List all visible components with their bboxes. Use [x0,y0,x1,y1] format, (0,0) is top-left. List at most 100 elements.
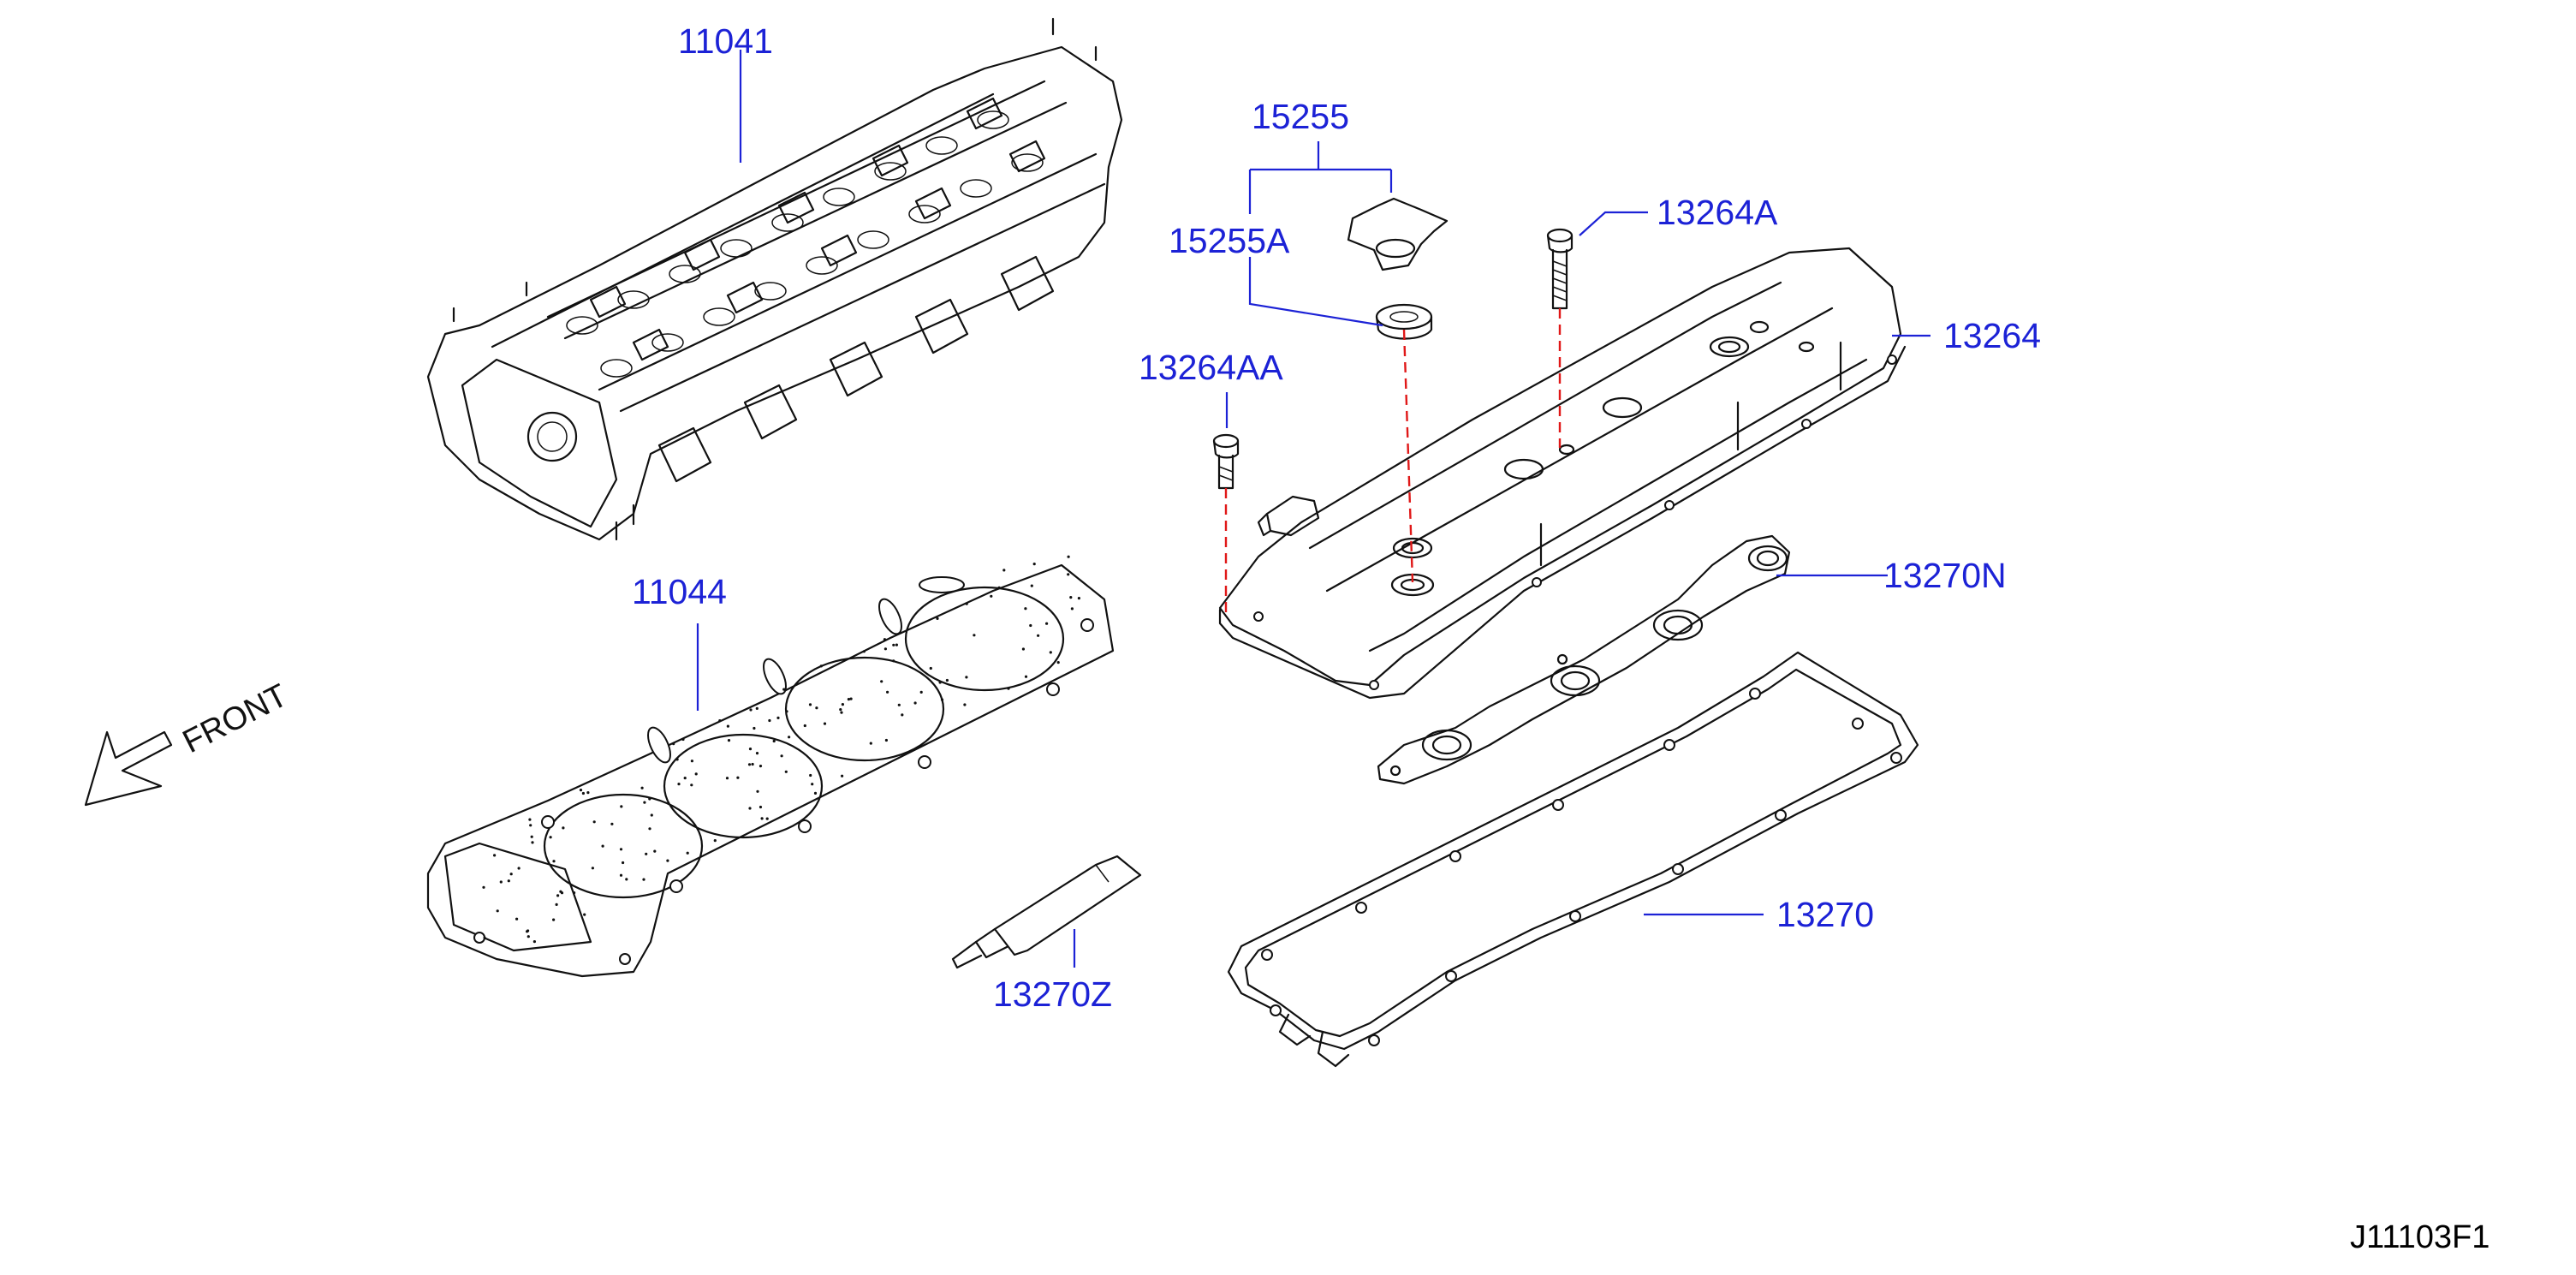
gasket-texture-dot [788,736,791,739]
gasket-texture-dot [1067,573,1070,576]
gasket-texture-dot [990,594,993,598]
gasket-texture-dot [751,762,754,766]
gasket-texture-dot [1032,563,1036,566]
gasket-texture-dot [620,805,623,808]
gasket-texture-dot [839,708,842,712]
gasket-texture-dot [496,909,499,913]
gasket-texture-dot [841,703,845,706]
gasket-texture-dot [1045,622,1049,625]
gasket-texture-dot [760,817,764,820]
gasket-texture-dot [645,852,648,855]
gasket-texture-dot [1070,607,1074,611]
part-label-11041: 11041 [678,21,773,61]
gasket-texture-dot [780,754,783,758]
gasket-texture-dot [718,719,722,723]
gasket-texture-dot [1002,569,1006,572]
gasket-texture-dot [526,930,529,933]
gasket-texture-dot [883,638,886,641]
gasket-texture-dot [1024,675,1028,678]
part-label-13270: 13270 [1776,895,1874,934]
gasket-texture-dot [694,772,698,776]
gasket-texture-dot [747,763,752,766]
gasket-texture-dot [681,737,685,742]
gasket-texture-dot [725,777,729,780]
gasket-texture-dot [815,706,818,710]
gasket-texture-dot [883,647,887,651]
gasket-texture-dot [965,676,968,679]
gasket-texture-dot [531,841,534,844]
part-label-11044: 11044 [632,572,727,611]
gasket-texture-dot [529,824,532,827]
gasket-texture-dot [886,690,889,694]
rocker-cover-gasket-drawing [1227,651,1919,1068]
gasket-texture-dot [849,697,853,700]
gasket-texture-dot [840,711,843,714]
gasket-texture-dot [749,708,753,712]
leader-lines [696,50,1931,968]
gasket-texture-dot [755,752,759,755]
gasket-texture-dot [610,822,614,825]
gasket-texture-dot [901,713,904,717]
gasket-texture-dot [650,813,653,817]
gasket-texture-dot [507,879,510,883]
gasket-texture-dot [559,890,562,893]
bolt-long-drawing [1546,228,1574,310]
gasket-texture-dot [869,742,872,745]
gasket-texture-dot [727,739,731,742]
gasket-texture-dot [675,758,679,761]
gasket-texture-dot [493,854,497,857]
front-label: FRONT [177,677,294,760]
gasket-texture-dot [527,935,530,938]
part-labels: 11041 11044 15255 15255A 13264A 13264 13… [632,21,2041,1014]
gasket-texture-dot [772,739,776,743]
bolt-short-drawing [1212,433,1240,490]
gasket-texture-dot [648,797,651,801]
gasket-texture-dot [482,885,485,889]
gasket-texture-dot [940,698,944,701]
gasket-texture-dot [1030,584,1033,587]
gasket-texture-dot [803,724,806,728]
spark-plug-seal-drawing [1377,534,1791,785]
gasket-texture-dot [509,873,513,876]
gasket-texture-dot [768,718,771,723]
gasket-texture-dot [666,859,669,862]
gasket-texture-dot [811,783,814,786]
gasket-texture-dot [809,773,812,778]
gasket-texture-dot [784,770,788,773]
gasket-texture-dot [581,791,586,795]
leader-13264A [1579,211,1648,236]
gasket-texture-dot [552,860,556,863]
gasket-texture-dot [677,783,681,786]
gasket-texture-dot [726,724,730,728]
gasket-texture-dot [938,681,942,684]
gasket-texture-dot [1037,634,1040,637]
leader-15255 [1248,141,1393,214]
gasket-texture-dot [973,634,976,637]
gasket-texture-dot [562,826,565,830]
gasket-texture-dot [515,917,519,921]
gasket-texture-dot [759,805,763,809]
gasket-texture-dot [532,940,537,944]
rocker-cover-drawing [1218,247,1907,700]
gasket-texture-dot [963,703,967,706]
gasket-texture-dot [748,807,752,810]
gasket-texture-dot [683,777,687,780]
gasket-texture-dot [1049,651,1052,654]
gasket-texture-dot [619,873,623,877]
gasket-texture-dot [591,867,595,870]
gasket-texture-dot [755,706,759,711]
part-label-13264: 13264 [1943,316,2041,355]
gasket-texture-dot [552,918,556,921]
gasket-texture-dot [483,936,486,939]
head-gasket-drawing [426,555,1115,978]
diagram-reference-code: J11103F1 [2350,1219,2490,1255]
gasket-texture-dot [880,680,883,683]
part-label-13264AA: 13264AA [1139,348,1283,387]
gasket-texture-dot [919,690,923,694]
gasket-texture-dot [748,748,753,751]
gasket-texture-dot [847,698,851,701]
gasket-texture-dot [936,617,939,621]
gasket-texture-dot [756,789,759,793]
gasket-texture-dot [785,710,788,713]
